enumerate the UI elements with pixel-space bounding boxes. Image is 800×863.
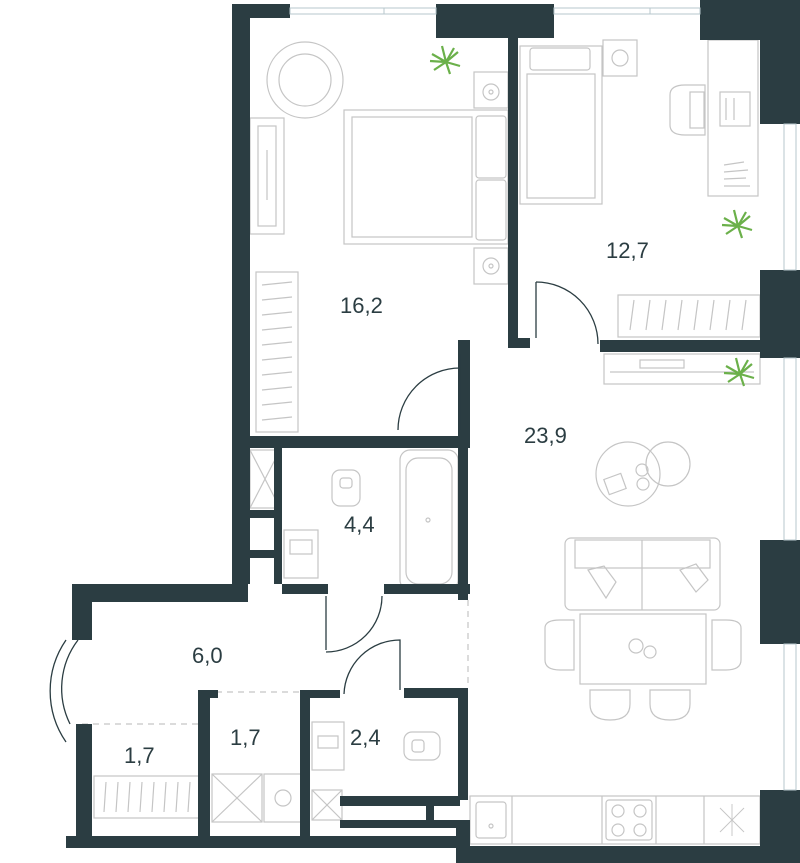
windows — [289, 7, 797, 791]
bed-icon — [519, 45, 603, 205]
nightstand-icon — [473, 71, 509, 109]
wardrobe-icon — [249, 117, 285, 235]
bathtub-icon — [399, 449, 459, 591]
room-area-bedroom-large: 16,2 — [340, 293, 383, 318]
storage-shelf-icon — [211, 773, 303, 823]
sofa-icon — [564, 537, 721, 611]
coffee-table-icon — [595, 441, 691, 507]
room-labels: 16,2 12,7 23,9 4,4 6,0 1,7 1,7 2,4 — [124, 238, 649, 768]
room-area-balcony: 1,7 — [124, 743, 155, 768]
dashed-openings — [82, 600, 469, 725]
wardrobe-icon — [255, 271, 299, 433]
plant-icon — [721, 209, 753, 239]
bed-icon — [343, 109, 509, 245]
wardrobe-icon — [617, 294, 761, 338]
toilet-icon — [331, 469, 361, 507]
room-area-storage: 1,7 — [230, 725, 261, 750]
room-area-hallway: 6,0 — [192, 643, 223, 668]
washing-machine-icon — [311, 789, 343, 821]
kitchen-counter — [469, 795, 761, 845]
room-area-toilet: 2,4 — [350, 725, 381, 750]
stove-icon — [605, 799, 653, 841]
tv-stand-icon — [603, 353, 761, 385]
fridge-icon — [719, 804, 745, 836]
door-swing-icon — [49, 281, 599, 743]
dining-table-icon — [544, 613, 742, 721]
walls — [66, 0, 800, 863]
balcony-rack-icon — [93, 775, 205, 819]
room-area-bathroom: 4,4 — [344, 512, 375, 537]
room-area-bedroom-small: 12,7 — [606, 238, 649, 263]
office-chair-icon — [669, 84, 706, 136]
sink-icon — [283, 529, 319, 579]
plant-icon — [723, 357, 755, 387]
nightstand-icon — [602, 39, 638, 77]
toilet-icon — [403, 731, 441, 761]
plant-icon — [429, 45, 461, 75]
desk-icon — [707, 39, 759, 197]
armchair-icon — [266, 41, 344, 119]
furniture-layer — [93, 39, 761, 845]
nightstand-icon — [473, 247, 509, 285]
sink-icon — [311, 721, 345, 771]
room-area-living-kitchen: 23,9 — [524, 423, 567, 448]
sink-icon — [475, 801, 507, 839]
